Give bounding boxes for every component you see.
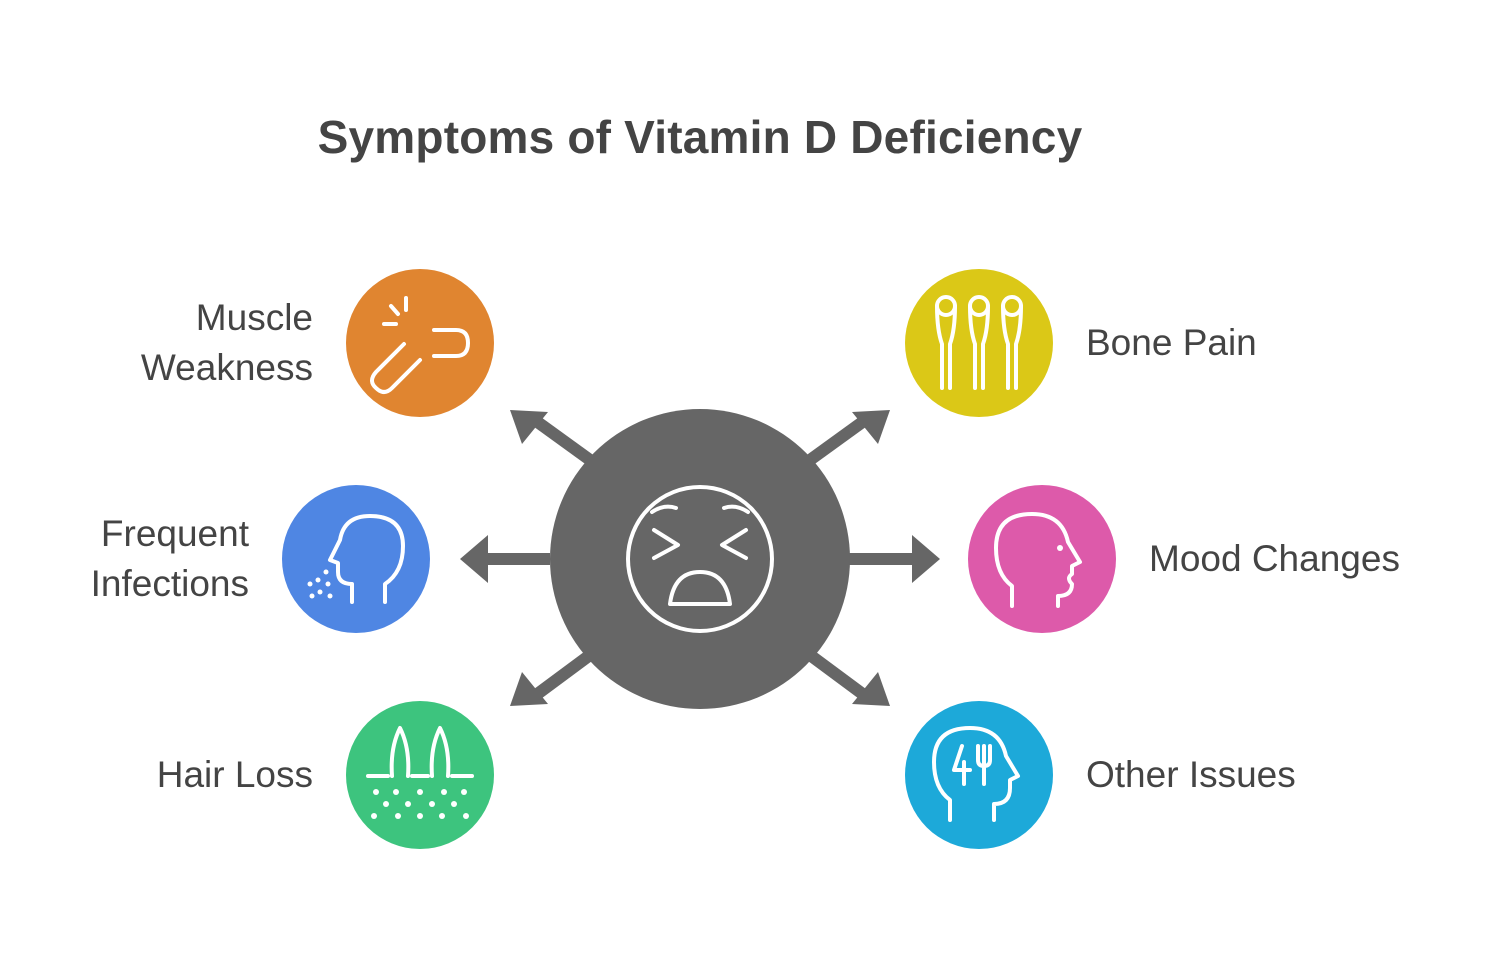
label-line: Other Issues bbox=[1086, 754, 1296, 795]
arrow-to-other-issues bbox=[806, 650, 890, 706]
diagram-title: Symptoms of Vitamin D Deficiency bbox=[317, 111, 1083, 163]
sneezing-head-icon bbox=[328, 514, 405, 604]
label-line: Weakness bbox=[140, 347, 313, 388]
label-line: Hair Loss bbox=[156, 754, 313, 795]
label-line: Infections bbox=[90, 563, 249, 604]
node-frequent-infections bbox=[282, 485, 430, 633]
arrow-to-bone-pain bbox=[806, 410, 890, 465]
broken-link-icon bbox=[370, 296, 470, 394]
node-mood-changes bbox=[968, 485, 1116, 633]
node-other-issues bbox=[905, 701, 1053, 849]
bones-icon bbox=[935, 295, 1023, 390]
label-other-issues: Other Issues bbox=[1086, 750, 1386, 800]
arrow-to-mood-changes bbox=[846, 535, 940, 583]
center-node bbox=[550, 409, 850, 709]
label-muscle-weakness: Muscle Weakness bbox=[60, 293, 313, 393]
eye-dot bbox=[1057, 545, 1063, 551]
skin-dots bbox=[371, 789, 469, 819]
label-frequent-infections: Frequent Infections bbox=[0, 509, 249, 609]
head-profile-icon bbox=[994, 512, 1082, 608]
tired-face-icon bbox=[626, 485, 774, 633]
arrow-to-muscle-weakness bbox=[510, 410, 594, 465]
label-bone-pain: Bone Pain bbox=[1086, 318, 1386, 368]
label-line: Frequent bbox=[100, 513, 249, 554]
node-bone-pain bbox=[905, 269, 1053, 417]
arrows bbox=[460, 410, 940, 706]
label-line: Muscle bbox=[195, 297, 313, 338]
hair-follicle-icon bbox=[366, 726, 474, 778]
sneeze-droplets bbox=[307, 569, 333, 599]
arrow-to-frequent-infections bbox=[460, 535, 550, 583]
node-hair-loss bbox=[346, 701, 494, 849]
head-fork-icon bbox=[932, 726, 1020, 822]
label-hair-loss: Hair Loss bbox=[60, 750, 313, 800]
node-muscle-weakness bbox=[346, 269, 494, 417]
arrow-to-hair-loss bbox=[510, 650, 594, 706]
label-mood-changes: Mood Changes bbox=[1149, 534, 1489, 584]
label-line: Bone Pain bbox=[1086, 322, 1257, 363]
label-line: Mood Changes bbox=[1149, 538, 1400, 579]
